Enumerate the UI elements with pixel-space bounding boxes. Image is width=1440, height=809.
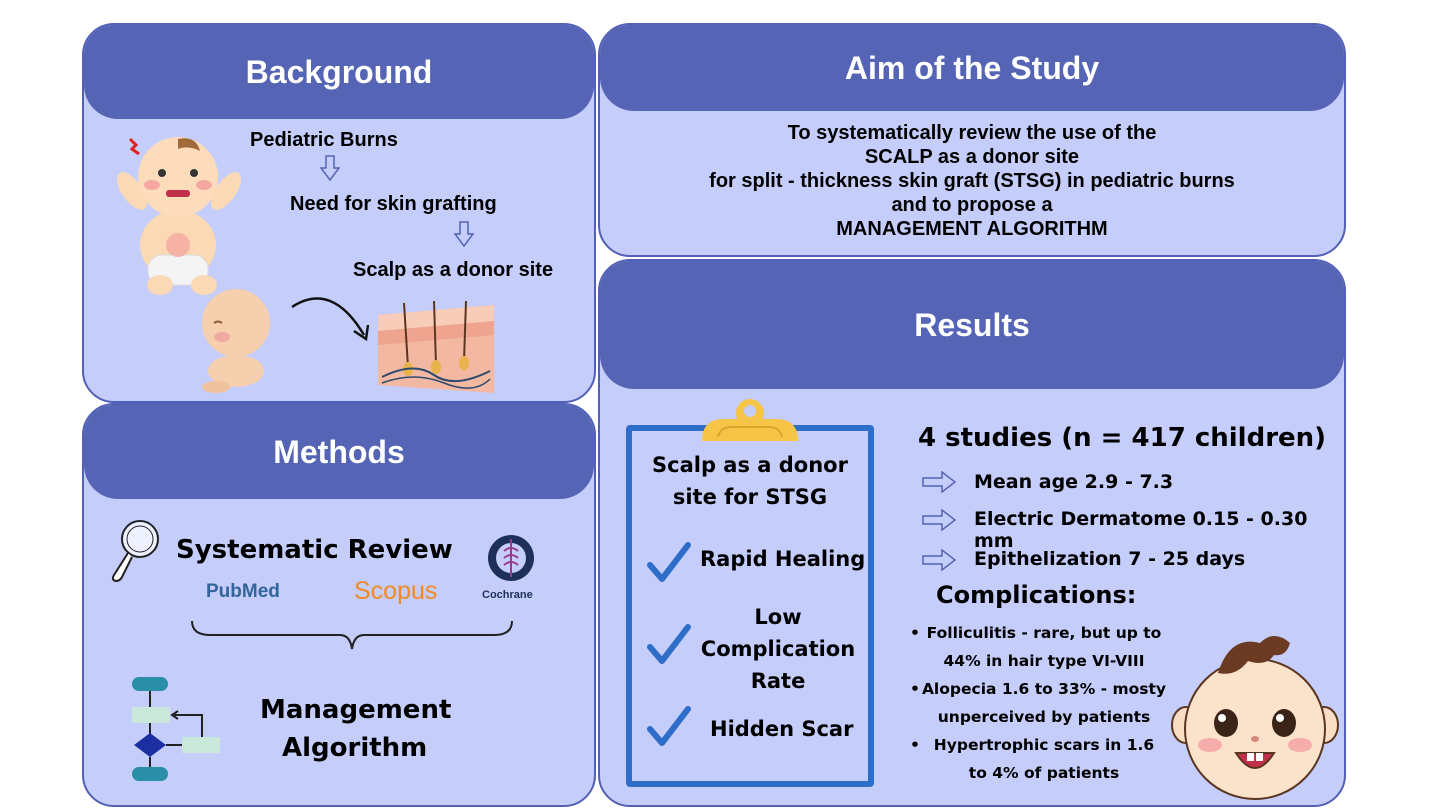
complications-title: Complications: [936,581,1137,609]
complications-list: • Folliculitis - rare, but up to 44% in … [906,619,1168,787]
arrow-down-icon [454,221,474,247]
complication-item: • Hypertrophic scars in 1.6 to 4% of pat… [910,736,1155,782]
low-complication-label: Low Complication Rate [696,601,860,697]
clipboard-clip-icon [702,399,798,441]
pubmed-logo-text: PubMed [206,581,280,602]
hidden-scar-label: Hidden Scar [710,717,854,741]
aim-line-5: MANAGEMENT ALGORITHM [836,218,1108,240]
aim-line-4: and to propose a [891,194,1053,216]
aim-line-1: To systematically review the use of the [787,122,1157,144]
aim-text: To systematically review the use of the … [600,121,1344,241]
methods-header: Methods [84,405,594,499]
stat-mean-age: Mean age 2.9 - 7.3 [974,471,1174,493]
low-line-1: Low [754,605,802,629]
arrow-down-icon [320,155,340,181]
stat-epithelization: Epithelization 7 - 25 days [974,548,1246,570]
magnifier-icon [111,520,159,583]
arrow-right-icon [922,509,956,531]
background-header: Background [84,25,594,119]
algorithm-label: Algorithm [282,733,428,763]
step-scalp-donor-site: Scalp as a donor site [353,259,554,281]
cochrane-logo-text: Cochrane [482,589,533,601]
arrow-right-icon [922,471,956,493]
arrow-right-icon [922,549,956,571]
rapid-healing-label: Rapid Healing [700,547,866,571]
results-title: Results [914,306,1030,343]
skin-layers-icon [378,301,494,393]
curved-arrow-icon [291,297,370,342]
step-pediatric-burns: Pediatric Burns [250,129,398,151]
clipboard-title-2: site for STSG [672,485,828,509]
check-icon [647,542,691,582]
results-header: Results [600,261,1344,389]
scopus-logo: Scopus [354,577,437,606]
complication-item: • Alopecia 1.6 to 33% - mosty unperceive… [910,680,1167,726]
brace-icon [191,620,513,650]
scopus-logo-text: Scopus [354,577,438,605]
background-panel: Background [82,23,596,403]
check-icon [647,706,691,746]
aim-title: Aim of the Study [844,49,1100,86]
methods-title: Methods [273,433,405,470]
results-panel: Results Scalp as a donor site for STSG R… [598,259,1346,807]
systematic-review-label: Systematic Review [176,535,453,565]
cochrane-logo-icon [488,535,534,581]
aim-line-3: for split - thickness skin graft (STSG) … [709,170,1235,192]
aim-header: Aim of the Study [600,25,1344,111]
methods-panel: Methods Systematic Review PubMed Scopus … [82,403,596,807]
aim-panel: Aim of the Study To systematically revie… [598,23,1346,257]
check-icon [647,624,691,664]
baby-face-icon [1171,636,1339,800]
background-title: Background [245,53,433,90]
management-label: Management [260,695,452,725]
flowchart-icon [132,677,220,781]
low-line-3: Rate [750,669,806,693]
stat-dermatome: Electric Dermatome 0.15 - 0.30 mm [974,508,1308,552]
baby-icon [116,137,242,295]
studies-count: 4 studies (n = 417 children) [918,423,1327,453]
step-need-skin-grafting: Need for skin grafting [290,193,497,215]
pubmed-logo: PubMed [206,581,280,603]
aim-line-2: SCALP as a donor site [864,146,1080,168]
clipboard-title-1: Scalp as a donor [652,453,848,477]
crawling-baby-icon [202,289,270,393]
complication-item: • Folliculitis - rare, but up to 44% in … [910,624,1162,670]
low-line-2: Complication [700,637,856,661]
